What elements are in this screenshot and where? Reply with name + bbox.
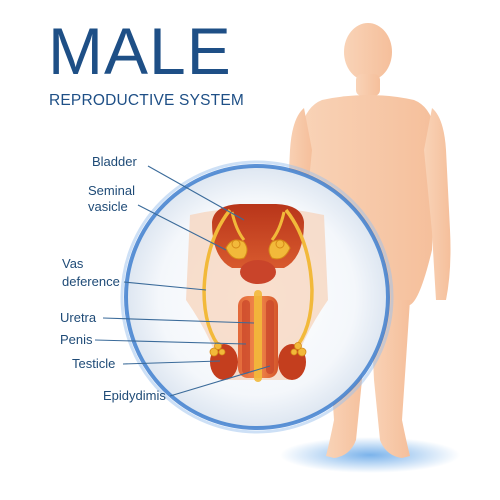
label-testicle: Testicle (72, 356, 116, 371)
stock-id: 257802429 (0, 360, 3, 415)
label-epidydimis: Epidydimis (103, 388, 166, 403)
leader-epidydimis (169, 365, 271, 397)
label-penis: Penis (60, 332, 93, 347)
label-uretra: Uretra (60, 310, 97, 325)
organs (202, 204, 314, 382)
leader-uretra (102, 317, 255, 324)
leader-penis (94, 339, 247, 345)
label-seminal-line1: Seminal (88, 183, 135, 198)
label-seminal-line2: vasicle (88, 199, 128, 214)
leader-seminal (137, 204, 227, 251)
page-subtitle: REPRODUCTIVE SYSTEM (49, 92, 244, 109)
label-bladder: Bladder (92, 154, 137, 169)
urethra (254, 290, 262, 382)
leader-bladder (147, 165, 245, 221)
prostate (240, 260, 276, 284)
page-title: MALE (48, 14, 232, 88)
floor-shadow (280, 437, 460, 473)
label-vas-line2: deference (62, 274, 120, 289)
leader-vas (123, 281, 207, 291)
leader-testicle (122, 360, 221, 365)
label-vas-line1: Vas (62, 256, 84, 271)
leader-lines (94, 165, 271, 397)
